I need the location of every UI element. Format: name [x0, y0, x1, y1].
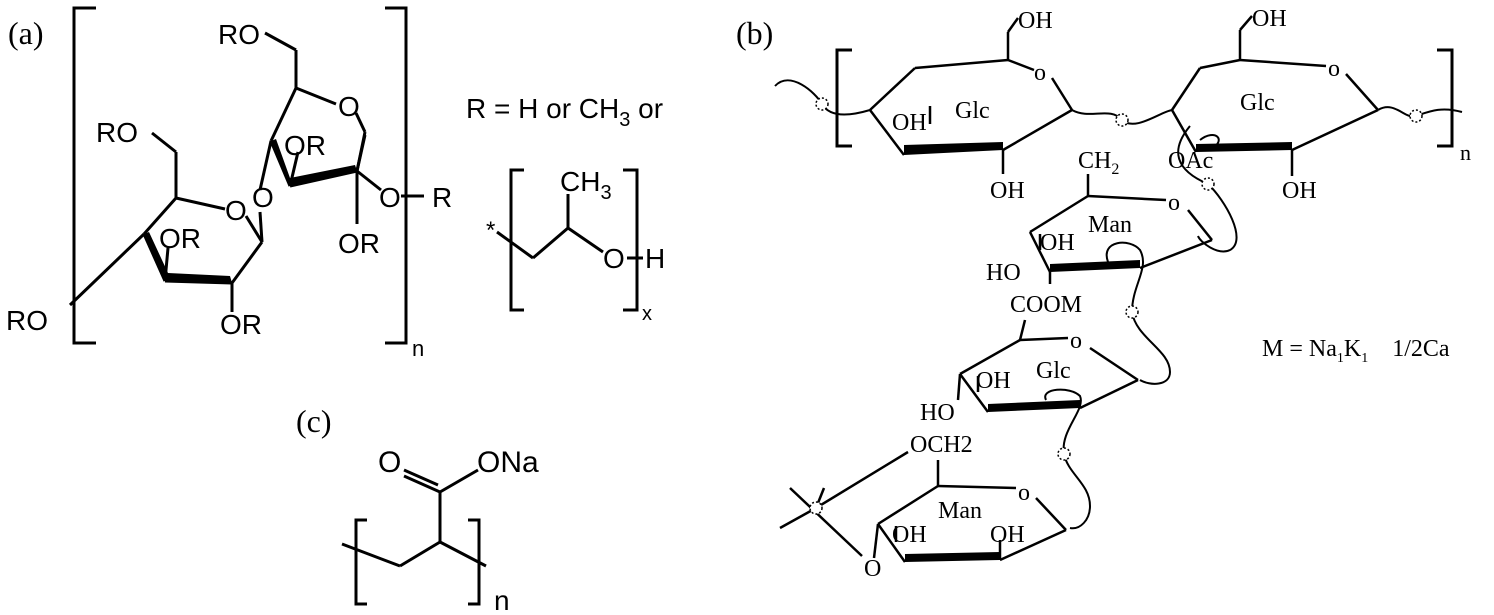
panel-b: (b) n: [736, 6, 1471, 582]
glc-a-ring-o: o: [1070, 328, 1082, 354]
man1-oh: OH: [1040, 230, 1075, 256]
or-lower-ring-1: OR: [159, 223, 201, 254]
man1-ring-o: o: [1168, 190, 1180, 216]
side-oac: OAc: [1168, 148, 1213, 174]
man2-name: Man: [938, 498, 982, 524]
side-unit-methyl-sub: 3: [600, 182, 611, 204]
panel-c-ona: ONa: [477, 446, 539, 479]
counter-ion-prefix: M = Na: [1262, 336, 1337, 362]
r-definition-subscript: 3: [619, 109, 630, 131]
backbone-glc1-wedge: [904, 142, 1003, 155]
upper-ring-oxygen: O: [338, 91, 360, 122]
backbone-ring-name-1: Glc: [955, 98, 990, 124]
backbone-oh-bottom-2: OH: [1282, 178, 1317, 204]
r-definition-suffix: or: [630, 93, 663, 124]
backbone-oh-top-1: OH: [1018, 8, 1053, 34]
glc-a-cooh: COOM: [1010, 292, 1082, 318]
man2-oh-2: OH: [990, 522, 1025, 548]
repeat-bracket-right: [385, 6, 408, 345]
lower-ring-oxygen: O: [225, 195, 247, 226]
man1-wedge: [1050, 260, 1140, 272]
panel-c-bracket-right: [468, 518, 481, 606]
man2-oh-1: OH: [892, 522, 927, 548]
side-unit-methyl: CH3: [560, 166, 612, 204]
side-unit-hydrogen: H: [645, 243, 665, 274]
panel-c: (c) O ONa n: [296, 403, 539, 615]
man2-linkage-dot: [809, 501, 823, 515]
glc-a-name: Glc: [1036, 358, 1071, 384]
counter-ion-sub1: 1: [1337, 351, 1344, 366]
side-ch2-ch: CH: [1078, 148, 1111, 174]
ro-left: RO: [96, 117, 138, 148]
counter-ion-suffix: 1/2Ca: [1392, 336, 1450, 362]
man2-o-left: O: [864, 556, 881, 582]
or-upper-ring-2: OR: [338, 228, 380, 259]
man2-wedge: [905, 552, 1000, 562]
glc-a-wedge: [988, 400, 1080, 412]
or-lower-ring-2: OR: [220, 309, 262, 340]
panel-c-label: (c): [296, 403, 332, 439]
panel-c-repeat-subscript: n: [494, 585, 510, 615]
glc-a-ho: HO: [920, 400, 955, 426]
man2-bonds: [779, 450, 1067, 563]
or-upper-ring-1: OR: [284, 130, 326, 161]
side-linkage-dot-2: [1057, 447, 1071, 461]
side-ch2: CH2: [1078, 148, 1119, 178]
side-linkage-dot-1: [1125, 305, 1139, 319]
ro-top: RO: [218, 19, 260, 50]
r-definition: R = H or CH3 or: [466, 93, 663, 131]
backbone-glc2-wedge: [1196, 142, 1292, 152]
backbone-repeat-subscript: n: [1460, 140, 1471, 165]
counter-ion-mid: K: [1344, 336, 1362, 362]
backbone-ring-name-2: Glc: [1240, 90, 1275, 116]
r-definition-prefix: R = H or CH: [466, 93, 619, 124]
panel-c-bracket-left: [354, 518, 367, 606]
side-unit-repeat-subscript: x: [642, 303, 652, 325]
ro-bottom-left: RO: [6, 305, 48, 336]
man1-ho: HO: [986, 260, 1021, 286]
repeat-subscript-a: n: [412, 336, 424, 361]
side-unit-methyl-ch: CH: [560, 166, 600, 197]
panel-c-bonds: [341, 468, 487, 568]
backbone-oh-inner-1: OH: [892, 110, 927, 136]
side-unit-oxygen: O: [603, 243, 625, 274]
backbone-linkage-dots: [815, 97, 1423, 191]
repeat-bracket-left: [72, 6, 96, 345]
side-unit-star: *: [486, 217, 495, 244]
backbone-glc1-bonds: [869, 17, 1074, 174]
glycosidic-oxygen: O: [252, 182, 274, 213]
side-unit-bracket-left: [509, 168, 524, 312]
backbone-glc2-bonds: [1170, 15, 1379, 176]
backbone-bracket-right: [1437, 48, 1454, 148]
panel-b-label: (b): [736, 15, 773, 51]
backbone-ring-o-2: o: [1328, 56, 1340, 82]
backbone-oh-bottom-1: OH: [990, 178, 1025, 204]
side-unit-bracket-right: [623, 168, 639, 312]
backbone-bracket-left: [835, 48, 852, 148]
upper-ring-wedge: [271, 139, 357, 186]
panel-c-carbonyl-oxygen: O: [378, 446, 401, 479]
backbone-oh-top-2: OH: [1252, 6, 1287, 32]
side-unit-bonds: [496, 194, 643, 260]
panel-a-label: (a): [8, 15, 44, 51]
man1-bonds: [1028, 174, 1213, 284]
lower-ring-wedge: [144, 232, 232, 283]
backbone-ring-o-1: o: [1034, 60, 1046, 86]
man2-ring-o: o: [1018, 480, 1030, 506]
anomeric-oxygen: O: [379, 182, 401, 213]
r-end: R: [432, 182, 452, 213]
side-ch2-sub: 2: [1111, 161, 1119, 178]
man1-name: Man: [1088, 212, 1132, 238]
panel-a: (a) n: [6, 6, 665, 361]
counter-ion-sub2: 1: [1361, 351, 1368, 366]
man2-och2: OCH2: [910, 432, 973, 458]
glc-a-bonds: [956, 319, 1139, 413]
glc-a-oh: OH: [976, 368, 1011, 394]
